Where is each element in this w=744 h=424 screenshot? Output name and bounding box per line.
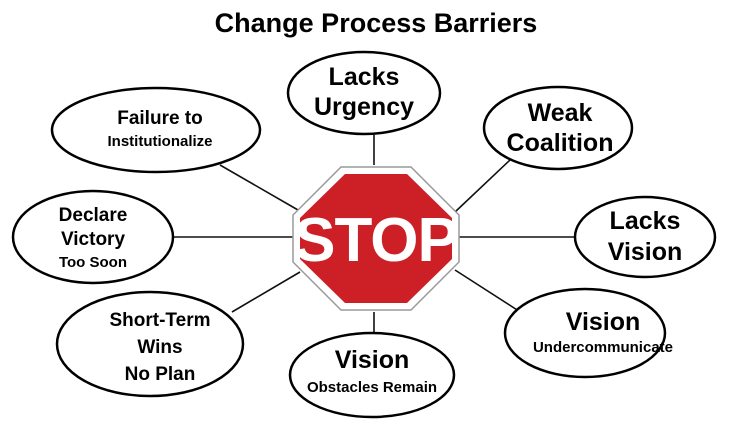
- bubble-line1: Short-Term: [110, 310, 211, 331]
- bubble-outline: [503, 287, 667, 379]
- bubble-line2: Urgency: [314, 93, 414, 121]
- bubble-line2: Victory: [61, 229, 126, 250]
- bubble-line2: Coalition: [507, 129, 614, 157]
- bubble-line1: Vision: [566, 308, 641, 336]
- bubble-outline: [288, 331, 456, 419]
- bubble-declare-victory: Declare Victory Too Soon: [11, 189, 175, 285]
- bubble-outline: [50, 86, 262, 174]
- bubble-weak-coalition: Weak Coalition: [482, 85, 634, 171]
- bubble-line2: Undercommunicate: [533, 339, 673, 356]
- diagram-title: Change Process Barriers: [215, 8, 538, 38]
- bubble-outline: [482, 85, 634, 171]
- bubble-vision-obstacles: Vision Obstacles Remain: [288, 331, 456, 419]
- bubble-outline: [286, 50, 442, 136]
- bubble-line2: Obstacles Remain: [307, 379, 437, 396]
- spoke-weak-coalition: [454, 159, 511, 213]
- bubble-line1: Lacks: [329, 63, 400, 91]
- bubble-outline: [11, 189, 175, 285]
- bubble-line3: Too Soon: [59, 254, 127, 271]
- spoke-failure-to-institutionalize: [219, 164, 299, 211]
- stop-sign-label: STOP: [294, 206, 458, 275]
- stop-sign-octagon: [300, 174, 452, 303]
- spoke-short-term-wins: [231, 271, 301, 313]
- bubble-vision-undercommunicate: Vision Undercommunicate: [503, 287, 673, 379]
- bubble-line2: Wins: [137, 337, 182, 358]
- bubble-lacks-vision: Lacks Vision: [573, 195, 717, 279]
- bubble-lacks-urgency: Lacks Urgency: [286, 50, 442, 136]
- stop-sign-icon: STOP: [292, 166, 460, 311]
- bubble-line3: No Plan: [125, 364, 196, 385]
- bubble-line2: Vision: [608, 238, 683, 266]
- spokes: [165, 135, 578, 336]
- bubble-short-term-wins: Short-Term Wins No Plan: [55, 290, 245, 398]
- bubble-line2: Institutionalize: [108, 133, 213, 150]
- spoke-vision-undercommunicate: [454, 269, 526, 316]
- bubble-line1: Weak: [528, 99, 593, 127]
- bubble-line1: Failure to: [117, 108, 203, 129]
- bubble-failure-to-institutionalize: Failure to Institutionalize: [50, 86, 262, 174]
- bubble-line1: Declare: [59, 205, 128, 226]
- bubble-line1: Vision: [335, 346, 410, 374]
- bubble-outline: [55, 290, 245, 398]
- bubble-line1: Lacks: [610, 207, 681, 235]
- bubble-outline: [573, 195, 717, 279]
